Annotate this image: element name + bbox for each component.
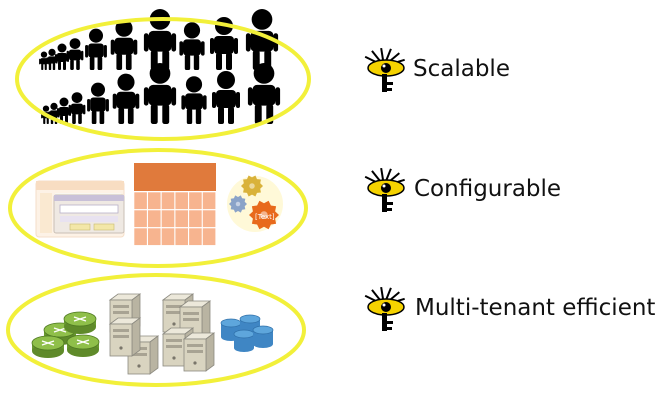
grid-cell [174,191,189,210]
router [31,335,65,358]
eye-key-bullet-icon [364,167,405,212]
grid-cell [147,227,162,246]
grid-cell [147,191,162,210]
bullets [364,47,405,331]
router [66,334,100,357]
eye-key-bullet-icon [364,47,405,92]
person-silhouette [46,48,58,70]
gear-orange-icon [249,200,279,230]
person-silhouette [110,19,138,70]
grid-cell [188,209,203,228]
grid-cell [188,191,203,210]
gear-tag-text: [Text] [255,213,275,221]
database-icon [220,314,274,352]
grid-cell [202,209,216,228]
database-cylinder [252,325,274,348]
grid-cell [174,209,189,228]
person-silhouette [181,76,207,124]
grid-cell [174,227,189,246]
grid-cell [133,191,148,210]
eye-key-bullet-icon [364,286,405,331]
grid-cell [161,209,175,228]
person-silhouette [143,63,177,124]
form-dialog-icon [53,194,125,234]
router-icon [31,311,100,358]
grid-cell [202,191,216,210]
database-cylinder [233,329,255,352]
ellipse-multi-tenant [6,273,306,387]
person-silhouette [85,28,107,70]
server [108,317,142,357]
grid-cell [133,209,148,228]
person-silhouette [179,22,205,70]
gear-blue-icon [229,195,247,213]
person-silhouette [212,71,240,124]
person-silhouette [66,38,84,70]
person-silhouette [112,73,140,124]
gear-gold-icon [241,175,263,197]
grid-cell [202,227,216,246]
server [182,332,216,372]
label-configurable: Configurable [414,176,562,202]
grid-cell [188,227,203,246]
servers-icon [108,293,216,375]
grid-cell [161,227,175,246]
person-silhouette [55,43,69,70]
config-mockup-icon: [Text] [35,163,283,246]
label-scalable: Scalable [413,56,510,82]
ellipse-configurable [8,148,308,268]
table-grid-icon [133,163,216,246]
grid-header [134,163,216,191]
gears-icon [227,175,283,232]
person-silhouette [247,63,281,124]
grid-cell [133,227,148,246]
person-silhouette [87,82,109,124]
ellipse-scalable [15,17,311,141]
grid-cell [161,191,175,210]
infrastructure-icons [31,293,274,375]
grid-cell [147,209,162,228]
router [63,311,97,334]
people-silhouettes-icon [39,9,281,124]
person-silhouette [68,92,86,124]
label-multi-tenant: Multi-tenant efficient [415,295,656,321]
